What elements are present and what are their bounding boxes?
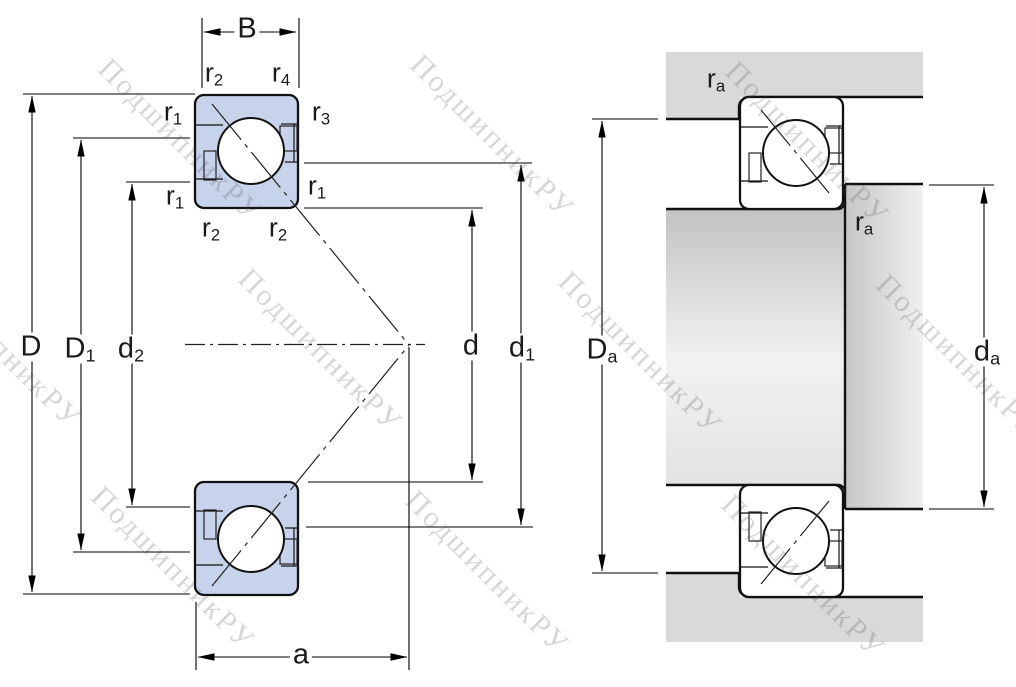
cage-pocket-left (203, 509, 217, 540)
contact-angle-line-top (211, 103, 410, 346)
dim-label-D1: D1 (61, 334, 99, 365)
label-r3-right-upper: r3 (311, 96, 331, 129)
dim-label-a: a (289, 640, 313, 670)
shaft-shoulder (845, 184, 923, 509)
centerlines (185, 103, 425, 670)
right-view-mounting (592, 52, 994, 642)
ball (217, 117, 285, 185)
contact-angle-line (760, 500, 830, 585)
label-r2-bottom-left: r2 (201, 212, 221, 245)
bearing-section-top (193, 93, 300, 210)
dim-label-d1: d1 (505, 333, 539, 364)
label-ra-shaft: ra (854, 206, 874, 239)
contact-angle-line (760, 109, 830, 194)
dim-label-B: B (234, 14, 260, 44)
housing-top-shoulder (666, 52, 740, 119)
cage-pocket-left (203, 150, 217, 181)
label-r1-right-lower: r1 (307, 170, 327, 203)
label-r1-left-lower: r1 (165, 180, 185, 213)
housing-bottom-shoulder (666, 573, 740, 642)
shaft-body (666, 209, 845, 485)
label-r1-left-upper: r1 (163, 96, 183, 129)
label-r2-bottom-right: r2 (268, 212, 288, 245)
left-view-cross-section (23, 18, 533, 670)
dim-label-D: D (17, 332, 45, 362)
ball (217, 505, 285, 573)
bearing-section-bottom-right-view (738, 483, 845, 599)
label-r2-top-left: r2 (204, 57, 224, 90)
label-r4-top-right: r4 (271, 57, 291, 90)
dimension-D (23, 93, 195, 595)
dim-label-d2: d2 (114, 334, 148, 365)
bearing-section-top-right-view (738, 95, 845, 211)
cage-pocket-left (748, 152, 762, 183)
dim-label-d: d (459, 331, 483, 361)
contact-angle-line-bottom (211, 344, 410, 587)
cage-pocket-left (748, 511, 762, 542)
shaft-section (666, 182, 923, 511)
dim-label-da: da (970, 337, 1004, 368)
bearing-section-bottom (193, 480, 300, 597)
dim-label-Da: Da (583, 335, 621, 366)
label-ra-housing: ra (706, 63, 726, 96)
